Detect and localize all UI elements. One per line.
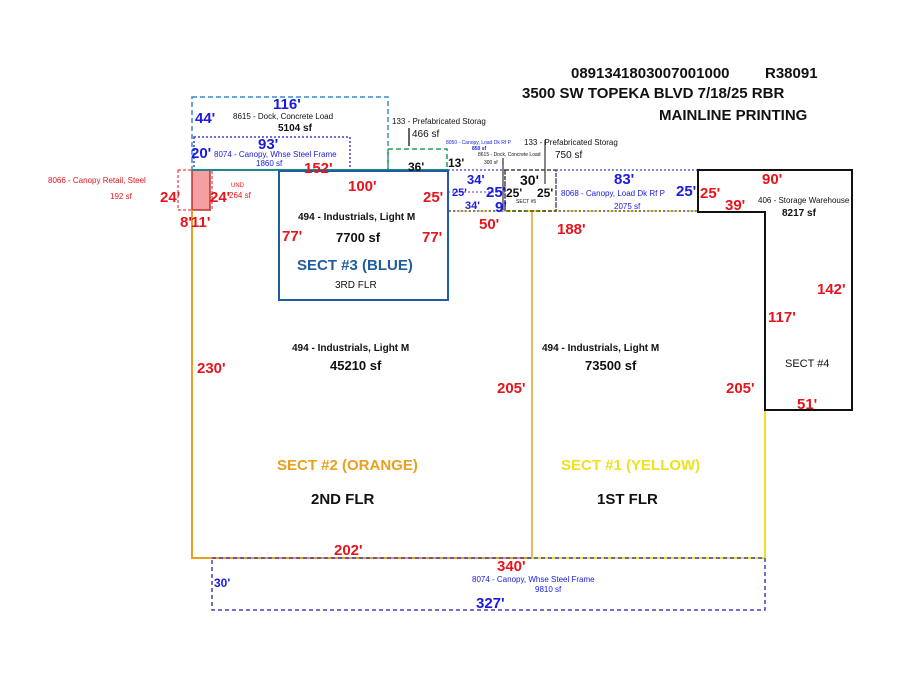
dim: 340' [497,558,526,575]
sect1-name: SECT #1 (YELLOW) [561,457,701,474]
sect4-outline [697,169,853,411]
area-label: 8615 - Dock, Concrete Load [233,112,334,121]
area-label: 8074 - Canopy, Whse Steel Frame [472,575,595,584]
dock-8615-outline [191,96,389,171]
sect5-tag: SECT #5 [516,199,537,205]
area-sf: 73500 sf [585,358,637,373]
dim: 230' [197,360,226,377]
area-label: 8615 - Dock, Concrete Load [478,152,541,158]
sect3-outline [278,170,449,301]
area-sf: 466 sf [412,129,440,140]
area-label: 8074 - Canopy, Whse Steel Frame [214,150,337,159]
und-block [191,169,211,211]
area-sf: 1860 sf [256,159,283,168]
area-label: 8050 - Canopy, Load Dk Rf P [446,140,511,146]
dim: 25' [452,187,467,199]
dim: 205' [497,380,526,397]
dim: 100' [348,178,377,195]
area-sf: 300 sf [484,160,498,166]
area-label: 406 - Storage Warehouse [758,196,850,205]
dim: 116' [273,96,301,113]
area-sf: 5104 sf [278,123,312,134]
dim: 77' [282,228,303,245]
canopy-8074a-outline [193,136,351,171]
dim: 188' [557,221,586,238]
sect4-name: SECT #4 [785,358,830,370]
dim: 117' [768,309,796,326]
area-label: 8066 - Canopy Retail, Steel [48,176,146,185]
sect2-floor: 2ND FLR [311,491,375,508]
canopy-8068-outline [555,169,699,212]
dim: 25' [506,186,523,200]
area-sf: 192 sf [110,192,132,201]
area-label: 8068 - Canopy, Load Dk Rf P [561,189,665,198]
dim: 39' [725,197,746,214]
area-label: 494 - Industrials, Light M [542,343,660,354]
area-sf: 2075 sf [614,202,641,211]
dim: 51' [797,396,818,413]
dim: 83' [614,171,635,188]
und-label: UND [231,183,244,189]
sect3-name: SECT #3 (BLUE) [297,257,413,274]
dim: 25' [486,184,507,201]
address: 3500 SW TOPEKA BLVD 7/18/25 RBR [522,85,785,102]
dim: 34' [465,200,480,212]
canopy-8074b-outline [211,557,766,611]
dim: 24' [160,189,181,206]
area-sf: 850 sf [472,146,487,152]
und-sf: 264 sf [229,191,251,200]
dim: 30' [214,576,231,590]
dim: 77' [422,229,443,246]
dim: 36' [408,160,425,174]
dim: 152' [304,160,333,177]
owner-name: MAINLINE PRINTING [659,107,808,124]
dim: 20' [191,145,212,162]
area-sf: 7700 sf [336,230,381,245]
dim: 24' [210,189,231,206]
area-label: 133 - Prefabricated Storag [524,138,618,147]
dim: 142' [817,281,846,298]
area-label: 494 - Industrials, Light M [298,212,416,223]
dim: 25' [676,183,697,200]
sect3-floor: 3RD FLR [335,280,377,291]
dim: 25' [700,185,721,202]
area-sf: 750 sf [555,150,583,161]
dim: 25' [423,189,444,206]
dim: 50' [479,216,500,233]
dim: 11' [191,214,211,231]
dim: 93' [258,136,279,153]
sect2-name: SECT #2 (ORANGE) [277,457,418,474]
area-sf: 8217 sf [782,208,816,219]
area-sf: 9810 sf [535,585,562,594]
dim: 202' [334,542,363,559]
ref-number: R38091 [765,65,818,82]
dim: 44' [195,110,216,127]
dim: 25' [537,186,554,200]
sect1-right [532,410,766,559]
dim: 30' [520,172,539,188]
area-label: 494 - Industrials, Light M [292,343,410,354]
area-sf: 45210 sf [330,358,382,373]
dim: 34' [467,172,485,187]
dim: 90' [762,171,783,188]
dim: 13' [448,156,465,170]
parcel-number: 0891341803007001000 [571,65,730,82]
dim: 205' [726,380,755,397]
area-label: 133 - Prefabricated Storag [392,117,486,126]
sect1-floor: 1ST FLR [597,491,658,508]
dim: 9' [495,199,507,216]
dim: 8' [180,214,192,231]
dim: 327' [476,595,505,612]
prefab-133b-outline [504,169,557,212]
